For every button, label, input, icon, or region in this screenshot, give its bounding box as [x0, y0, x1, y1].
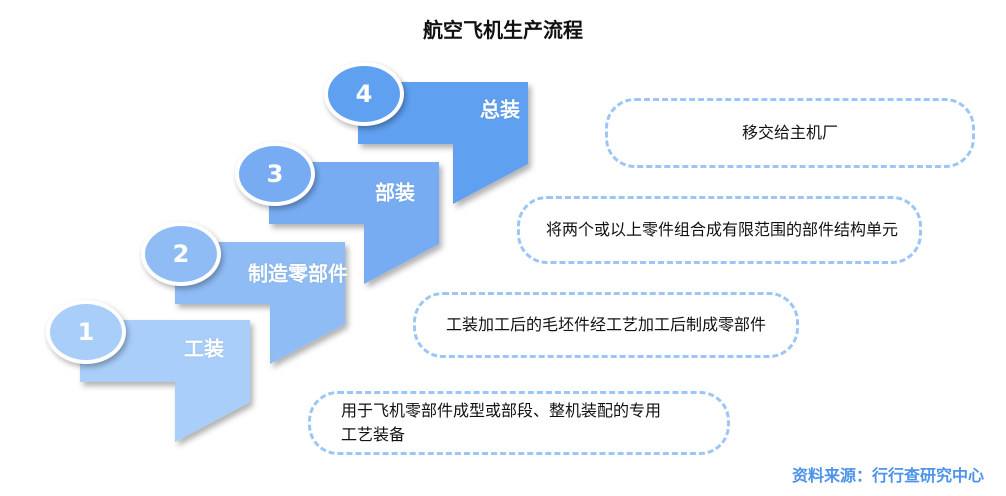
description-text: 移交给主机厂	[741, 123, 838, 142]
step-description-4: 移交给主机厂	[605, 98, 975, 168]
step-label-1: 工装	[184, 336, 224, 361]
step-number-3: 3	[235, 142, 315, 206]
diagram-title: 航空飞机生产流程	[423, 18, 583, 42]
step-description-2: 工装加工后的毛坯件经工艺加工后制成零部件	[413, 292, 799, 358]
step-number-4: 4	[324, 62, 404, 126]
step-shape-4	[358, 82, 528, 204]
step-label-3: 部装	[375, 180, 415, 205]
source-note: 资料来源：行行查研究中心	[791, 466, 984, 485]
step-shape-3	[269, 162, 439, 284]
description-text: 用于飞机零部件成型或部段、整机装配的专用工艺装备	[341, 401, 662, 444]
step-shape-2	[175, 242, 345, 364]
step-description-3: 将两个或以上零件组合成有限范围的部件结构单元	[517, 196, 922, 264]
step-number-1: 1	[46, 300, 126, 364]
step-shape-1	[80, 320, 250, 442]
description-text: 将两个或以上零件组合成有限范围的部件结构单元	[546, 220, 899, 239]
step-number-2: 2	[141, 222, 221, 286]
step-label-4: 总装	[480, 97, 520, 122]
description-text: 工装加工后的毛坯件经工艺加工后制成零部件	[446, 315, 767, 334]
step-label-2: 制造零部件	[248, 261, 348, 286]
step-description-1: 用于飞机零部件成型或部段、整机装配的专用工艺装备	[308, 391, 730, 455]
